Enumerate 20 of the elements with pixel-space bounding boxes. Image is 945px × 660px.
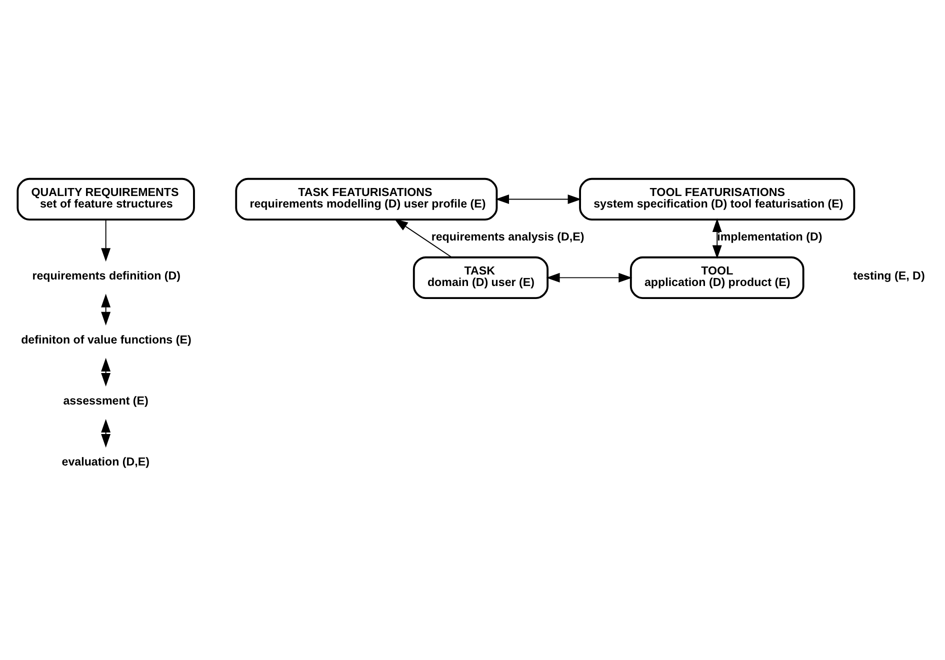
arrow [495, 194, 582, 204]
arrow [712, 218, 722, 259]
node-text: requirements definition (D) [32, 270, 181, 283]
edge-label: implementation (D) [717, 230, 822, 244]
node-box: TASK FEATURISATIONS requirements modelling (D) user profile (E) [235, 178, 498, 221]
node-box: TOOL application (D) product (E) [630, 256, 804, 299]
arrow [101, 219, 111, 262]
node-box: TOOL FEATURISATIONS system specification (D) tool featurisation (E) [579, 178, 856, 221]
label: testing (E, D) [853, 270, 925, 283]
arrow [101, 358, 111, 387]
node-text: evaluation (D,E) [62, 456, 150, 469]
arrow [394, 218, 452, 258]
arrow [101, 418, 111, 448]
edge-label: requirements analysis (D,E) [431, 230, 584, 244]
arrow [101, 294, 111, 326]
node-box: QUALITY REQUIREMENTS set of feature structures [16, 178, 195, 221]
arrow [546, 272, 632, 282]
node-text: assessment (E) [63, 394, 148, 408]
node-box: TASK domain (D) user (E) [412, 256, 549, 299]
node-text: definiton of value functions (E) [21, 334, 192, 347]
